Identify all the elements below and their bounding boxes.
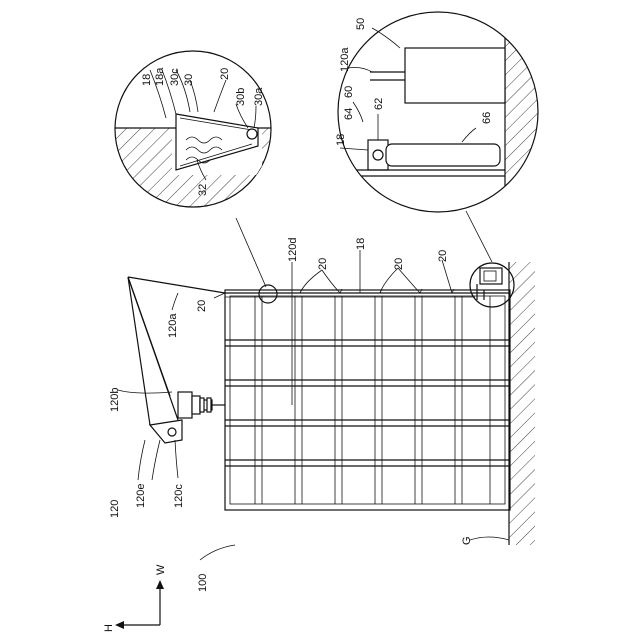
label-18-right: 18 [335,134,347,146]
label-18a: 18a [154,67,166,86]
label-66: 66 [481,112,493,124]
label-62: 62 [373,98,385,110]
label-60: 60 [343,86,355,98]
label-30b: 30b [235,88,247,106]
label-30c: 30c [169,68,181,86]
leader-lines [118,28,509,560]
orientation-arrows [115,580,164,629]
label-18-mid: 18 [355,238,367,250]
label-120a-top: 120a [339,47,351,72]
lever-mechanism [128,277,225,443]
label-30: 30 [183,74,195,86]
label-20-a: 20 [317,258,329,270]
labels: 50 120a 60 64 62 18 66 18 18a 30c 30 20 … [103,18,493,632]
ground [509,262,535,545]
label-20-c: 20 [437,250,449,262]
label-50: 50 [355,18,367,30]
label-120: 120 [109,500,121,518]
label-20-frame: 20 [196,300,208,312]
label-120b: 120b [109,388,121,412]
label-20-b: 20 [393,258,405,270]
label-18-left: 18 [141,74,153,86]
label-64: 64 [343,108,355,120]
label-120c: 120c [173,484,185,508]
label-120a-left: 120a [167,313,179,338]
label-W: W [155,564,167,575]
label-G: G [461,536,473,545]
label-H: H [103,624,115,632]
label-120d: 120d [287,238,299,262]
label-30a: 30a [253,87,265,106]
label-32: 32 [197,184,209,196]
label-20-left: 20 [219,68,231,80]
shelf-frame [225,268,510,510]
label-100: 100 [197,574,209,592]
label-120e: 120e [135,484,147,508]
